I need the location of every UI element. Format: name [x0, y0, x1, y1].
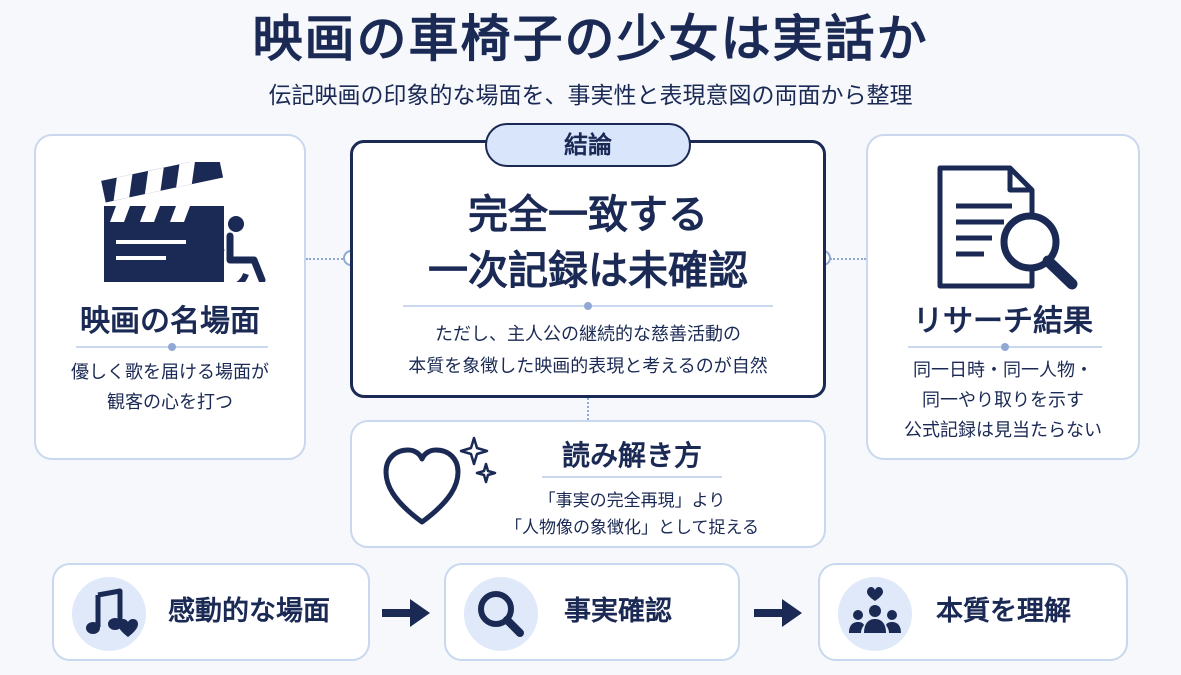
flow-step-understand-essence: 本質を理解	[818, 563, 1128, 661]
divider	[542, 476, 722, 478]
divider-dot	[168, 343, 176, 351]
divider-dot	[1001, 343, 1009, 351]
flow-step-label: 事実確認	[564, 596, 672, 627]
document-search-icon	[937, 165, 1078, 290]
icon-circle	[838, 577, 912, 651]
clapperboard-wheelchair-icon	[101, 162, 266, 282]
flow-step-moving-scene: 感動的な場面	[52, 563, 370, 661]
flow-step-label: 感動的な場面	[168, 596, 330, 627]
music-note-heart-icon	[86, 588, 138, 637]
divider-dot	[584, 302, 592, 310]
heart-sparkle-icon	[383, 436, 497, 525]
conclusion-headline: 完全一致する 一次記録は未確認	[428, 192, 748, 294]
movie-scene-title: 映画の名場面	[80, 304, 260, 339]
page-title: 映画の車椅子の少女は実話か	[252, 10, 929, 68]
connector-left-line	[306, 258, 346, 260]
people-heart-icon	[849, 587, 901, 633]
magnifier-icon	[478, 591, 524, 637]
flow-step-fact-check: 事実確認	[444, 563, 740, 661]
reading-guide-card: 読み解き方 「事実の完全再現」より 「人物像の象徴化」として捉える	[350, 420, 826, 548]
icon-circle	[464, 577, 538, 651]
arrow-right-icon	[382, 599, 430, 627]
movie-scene-text: 優しく歌を届ける場面が 観客の心を打つ	[71, 362, 269, 413]
research-result-text: 同一日時・同一人物・ 同一やり取りを示す 公式記録は見当たらない	[904, 360, 1102, 441]
reading-guide-text: 「事実の完全再現」より 「人物像の象徴化」として捉える	[505, 491, 759, 538]
page-subtitle: 伝記映画の印象的な場面を、事実性と表現意図の両面から整理	[268, 83, 913, 109]
connector-down-line	[587, 398, 589, 420]
icon-circle	[72, 577, 146, 651]
research-result-title: リサーチ結果	[913, 304, 1093, 339]
research-result-card: リサーチ結果 同一日時・同一人物・ 同一やり取りを示す 公式記録は見当たらない	[866, 134, 1140, 460]
conclusion-detail: ただし、主人公の継続的な慈善活動の 本質を象徴した映画的表現と考えるのが自然	[408, 324, 768, 377]
reading-guide-title: 読み解き方	[561, 439, 702, 472]
flow-step-label: 本質を理解	[936, 596, 1071, 627]
conclusion-card: 完全一致する 一次記録は未確認 ただし、主人公の継続的な慈善活動の 本質を象徴し…	[350, 140, 826, 398]
arrow-right-icon	[754, 599, 802, 627]
movie-scene-card: 映画の名場面 優しく歌を届ける場面が 観客の心を打つ	[34, 134, 306, 460]
connector-right-line	[830, 258, 866, 260]
conclusion-badge: 結論	[485, 123, 691, 167]
